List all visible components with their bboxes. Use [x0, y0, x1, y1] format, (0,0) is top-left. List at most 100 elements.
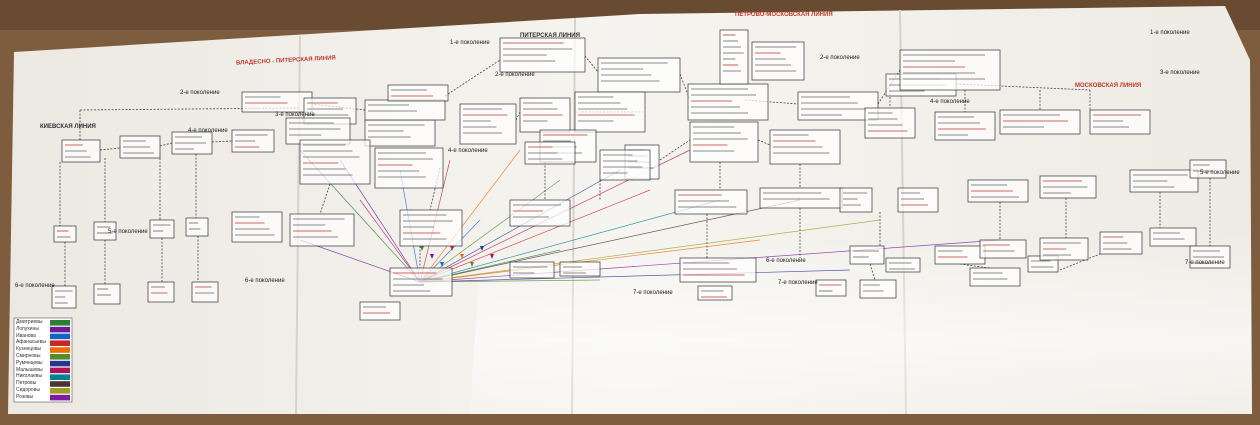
legend-swatch — [50, 333, 70, 340]
person-box — [364, 119, 436, 147]
person-box — [509, 199, 571, 227]
person-box — [839, 187, 873, 213]
person-box — [231, 211, 283, 243]
person-box — [934, 245, 986, 265]
person-box — [689, 121, 759, 163]
person-box — [1189, 159, 1227, 179]
arrow-marker — [470, 262, 474, 267]
person-box — [147, 281, 175, 303]
legend-entry: Дмитриевы — [16, 319, 43, 325]
arrow-marker — [490, 254, 494, 259]
person-box — [697, 285, 733, 301]
person-box — [559, 261, 601, 277]
person-box — [374, 147, 444, 189]
line-label-moskovskaya: МОСКОВСКАЯ ЛИНИЯ — [1075, 83, 1142, 89]
tree-connector — [959, 263, 991, 269]
arrow-marker — [460, 254, 464, 259]
person-box — [387, 84, 449, 102]
line-label-kievskaya: КИЕВСКАЯ ЛИНИЯ — [40, 124, 96, 130]
tree-connector — [515, 111, 521, 121]
tree-connector — [1059, 253, 1101, 271]
legend-swatch — [50, 326, 70, 333]
generation-label-1a: 1-е поколение — [1150, 30, 1190, 36]
legend-swatch — [50, 320, 70, 326]
person-box — [149, 219, 175, 239]
legend-swatch — [50, 340, 70, 346]
generation-label-4b: 4-е поколение — [448, 148, 488, 154]
legend-swatch — [50, 394, 70, 401]
legend-entry: Афанасьевы — [16, 339, 46, 346]
person-box — [759, 187, 843, 209]
legend-entry: Кузнецовы — [16, 346, 42, 353]
legend-entry: Петровы — [16, 380, 37, 387]
person-box — [185, 217, 209, 237]
person-box — [93, 283, 121, 305]
person-box — [191, 281, 219, 303]
person-box — [979, 239, 1027, 259]
relation-line — [419, 199, 721, 283]
generation-label-4a: 4-е поколение — [188, 128, 228, 134]
person-box — [299, 139, 371, 185]
person-box — [599, 149, 651, 181]
person-box — [53, 225, 77, 243]
relation-line — [419, 179, 561, 283]
arrow-marker — [450, 246, 454, 251]
person-box — [679, 257, 757, 283]
generation-label-6c: 6-е поколение — [15, 283, 55, 289]
legend-swatch — [50, 354, 70, 360]
legend-swatch — [50, 388, 70, 394]
person-box — [359, 301, 401, 321]
person-box — [1149, 227, 1197, 247]
person-box — [751, 41, 805, 81]
generation-label-6a: 6-е поколение — [245, 278, 285, 284]
legend-swatch — [50, 367, 70, 374]
relation-line — [419, 269, 851, 283]
person-box — [674, 189, 748, 215]
generation-label-6b: 6-е поколение — [766, 258, 806, 264]
legend-swatch — [50, 374, 70, 380]
generation-label-3a: 3-е поколение — [1160, 70, 1200, 76]
legend-entry: Смирновы — [16, 353, 41, 359]
person-box — [899, 49, 1001, 91]
generation-label-2b: 2-е поколение — [495, 72, 535, 78]
person-box — [999, 109, 1081, 135]
person-box — [389, 267, 453, 297]
legend-swatch — [50, 381, 70, 387]
person-box — [859, 279, 897, 299]
arrow-marker — [480, 246, 484, 251]
generation-label-7a: 7-е поколение — [633, 290, 673, 296]
line-label-piterskaya: ПИТЕРСКАЯ ЛИНИЯ — [520, 33, 580, 39]
arrow-marker — [440, 262, 444, 267]
person-box — [241, 91, 313, 113]
plastic-glare — [470, 230, 1252, 414]
person-box — [885, 257, 921, 273]
person-box — [1089, 109, 1151, 135]
legend-entry: Лопухины — [16, 325, 39, 332]
person-box — [719, 29, 749, 85]
person-box — [934, 111, 996, 141]
arrow-marker — [430, 254, 434, 259]
person-box — [687, 83, 769, 121]
person-box — [969, 267, 1021, 287]
person-box — [864, 107, 916, 139]
legend-entry: Николаевы — [16, 373, 43, 380]
tree-connector — [679, 73, 691, 101]
generation-label-5a: 5-е поколение — [108, 229, 148, 235]
person-box — [815, 279, 847, 297]
person-box — [459, 103, 517, 145]
tree-connector — [869, 263, 876, 281]
relation-line — [419, 189, 651, 283]
line-label-petrovo: ПЕТРОВО-МОСКОВСКАЯ ЛИНИЯ — [735, 12, 833, 18]
generation-label-5b: 5-е поколение — [1200, 170, 1240, 176]
generation-label-7c: 7-е поколение — [1185, 260, 1225, 266]
legend-entry: Румянцевы — [16, 359, 43, 366]
tree-connector — [659, 139, 691, 161]
tree-connector — [757, 139, 771, 146]
relation-line — [419, 149, 521, 283]
person-box — [849, 245, 885, 265]
generation-label-3b: 3-е поколение — [275, 112, 315, 118]
person-box — [574, 91, 646, 133]
legend-entry: Розовы — [16, 393, 34, 400]
generation-label-7b: 7-е поколение — [778, 280, 818, 286]
